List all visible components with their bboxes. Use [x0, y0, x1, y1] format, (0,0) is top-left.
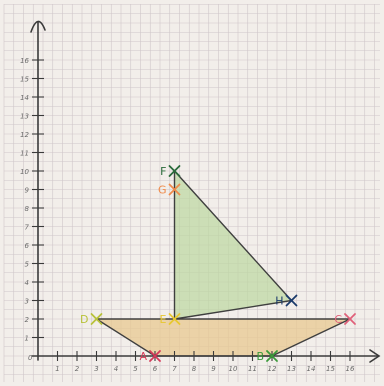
y-tick-label: 16 — [20, 57, 29, 65]
point-label: H — [275, 295, 283, 308]
point-mark — [90, 313, 103, 325]
x-tick-label: 6 — [153, 365, 158, 373]
point-G: G — [158, 183, 181, 197]
y-tick-label: 2 — [25, 316, 30, 324]
y-tick-label: 14 — [20, 94, 29, 102]
x-tick-label: 10 — [229, 365, 238, 373]
point-E: E — [160, 313, 181, 326]
sail-fill — [174, 171, 292, 319]
segment-FH — [173, 170, 293, 302]
x-axis-arrow — [369, 349, 381, 363]
y-axis-arrow — [30, 20, 46, 33]
point-F: F — [160, 165, 181, 178]
x-tick-label: 14 — [307, 365, 316, 373]
point-mark — [266, 350, 278, 362]
x-tick-label: 4 — [114, 365, 118, 373]
y-tick-label: 8 — [25, 205, 30, 213]
x-tick-label: 7 — [172, 365, 177, 373]
point-mark — [149, 350, 161, 362]
x-tick-label: 12 — [268, 365, 277, 373]
segment-BC — [271, 318, 351, 357]
point-A: A — [139, 350, 161, 363]
point-label: D — [80, 313, 88, 326]
point-label: B — [256, 350, 264, 363]
y-tick-label: 1 — [25, 335, 29, 343]
y-tick-label: 6 — [25, 242, 30, 250]
y-tick-label: 13 — [20, 113, 29, 121]
point-label: G — [158, 184, 167, 197]
segment-EH — [173, 299, 293, 320]
shape-edges — [95, 170, 351, 357]
x-tick-label: 15 — [326, 365, 335, 373]
point-D: D — [80, 313, 103, 326]
segment-DA — [95, 318, 156, 357]
x-tick-label: 9 — [211, 365, 216, 373]
shape-fills — [96, 171, 350, 356]
y-tick-label: 9 — [25, 187, 30, 195]
point-label: A — [139, 350, 147, 363]
point-H: H — [275, 294, 298, 308]
point-C: C — [334, 313, 356, 326]
point-label: C — [334, 313, 342, 326]
x-tick-label: 2 — [75, 365, 80, 373]
y-tick-label: 10 — [20, 168, 29, 176]
x-tick-label: 1 — [55, 365, 59, 373]
x-tick-label: 16 — [346, 365, 355, 373]
point-mark — [285, 294, 298, 307]
y-tick-label: 12 — [20, 131, 29, 139]
y-tick-label: 7 — [25, 224, 30, 232]
point-mark — [344, 313, 356, 325]
point-mark — [168, 183, 181, 196]
y-tick-label: 3 — [25, 298, 29, 306]
point-marks: A B C D E FG H — [80, 165, 356, 363]
point-mark — [168, 313, 181, 325]
y-tick-label: 5 — [25, 261, 30, 269]
y-tick-label: 4 — [25, 279, 29, 287]
point-mark — [168, 165, 181, 177]
y-tick-label: 11 — [20, 150, 29, 158]
origin-label: 0 — [28, 354, 33, 362]
boat-hull-fill — [96, 319, 350, 356]
x-tick-label: 11 — [248, 365, 257, 373]
point-B: B — [256, 350, 278, 363]
point-label: F — [160, 165, 166, 178]
y-tick-label: 15 — [20, 76, 29, 84]
x-tick-label: 3 — [94, 365, 98, 373]
x-tick-label: 13 — [287, 365, 296, 373]
point-label: E — [160, 313, 167, 326]
x-tick-label: 5 — [133, 365, 138, 373]
x-tick-label: 8 — [192, 365, 197, 373]
